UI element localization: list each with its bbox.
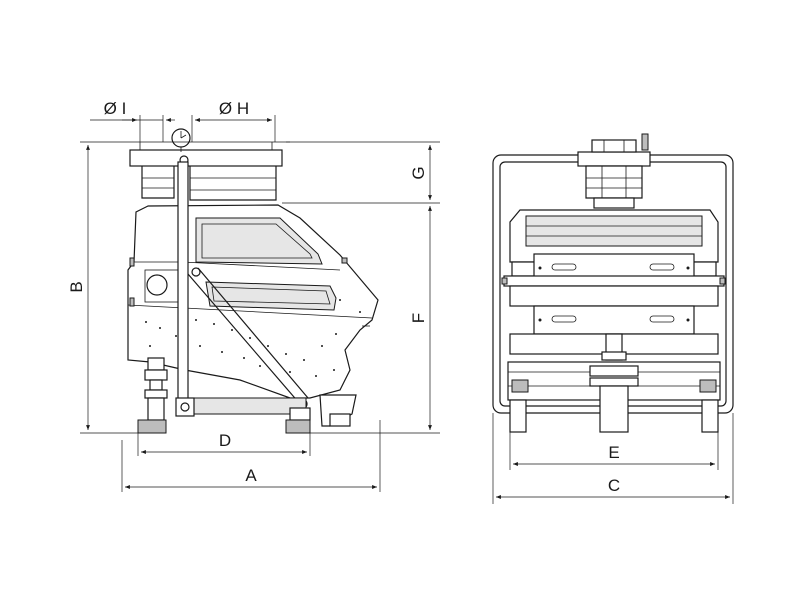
front-window — [525, 215, 703, 247]
side-view — [127, 128, 379, 434]
round-port-icon — [146, 274, 168, 296]
centre-support — [599, 385, 629, 433]
deck-plate-2 — [533, 305, 695, 335]
spring-left — [511, 379, 529, 393]
inspection-window-bottom — [205, 281, 337, 311]
label-g: G — [409, 166, 428, 179]
base-frame — [177, 397, 307, 415]
label-a: A — [245, 466, 257, 485]
spring-right — [699, 379, 717, 393]
front-inlet-flange — [577, 151, 651, 167]
front-dimensions: E C — [492, 413, 734, 504]
inlet-pipe-large — [189, 166, 277, 201]
label-dia-i: Ø I — [104, 99, 127, 118]
inspection-window-top — [195, 217, 323, 265]
support-column — [177, 161, 189, 413]
label-f: F — [409, 313, 428, 323]
side-dimensions: Ø I Ø H B G F D A — [67, 99, 440, 492]
front-view — [492, 133, 734, 433]
label-b: B — [67, 281, 86, 292]
label-d: D — [219, 431, 231, 450]
diagonal-brace — [187, 273, 301, 405]
front-right-leg — [701, 399, 719, 433]
handle-lever — [641, 133, 649, 151]
left-foot — [137, 419, 167, 434]
inlet-pipe-small — [141, 166, 175, 199]
right-foot — [285, 419, 311, 434]
label-dia-h: Ø H — [219, 99, 249, 118]
left-mount-head — [147, 357, 165, 371]
sieve-dots — [145, 299, 361, 377]
front-left-leg — [509, 399, 527, 433]
label-e: E — [608, 443, 619, 462]
label-c: C — [608, 476, 620, 495]
inlet-flange — [129, 149, 283, 167]
